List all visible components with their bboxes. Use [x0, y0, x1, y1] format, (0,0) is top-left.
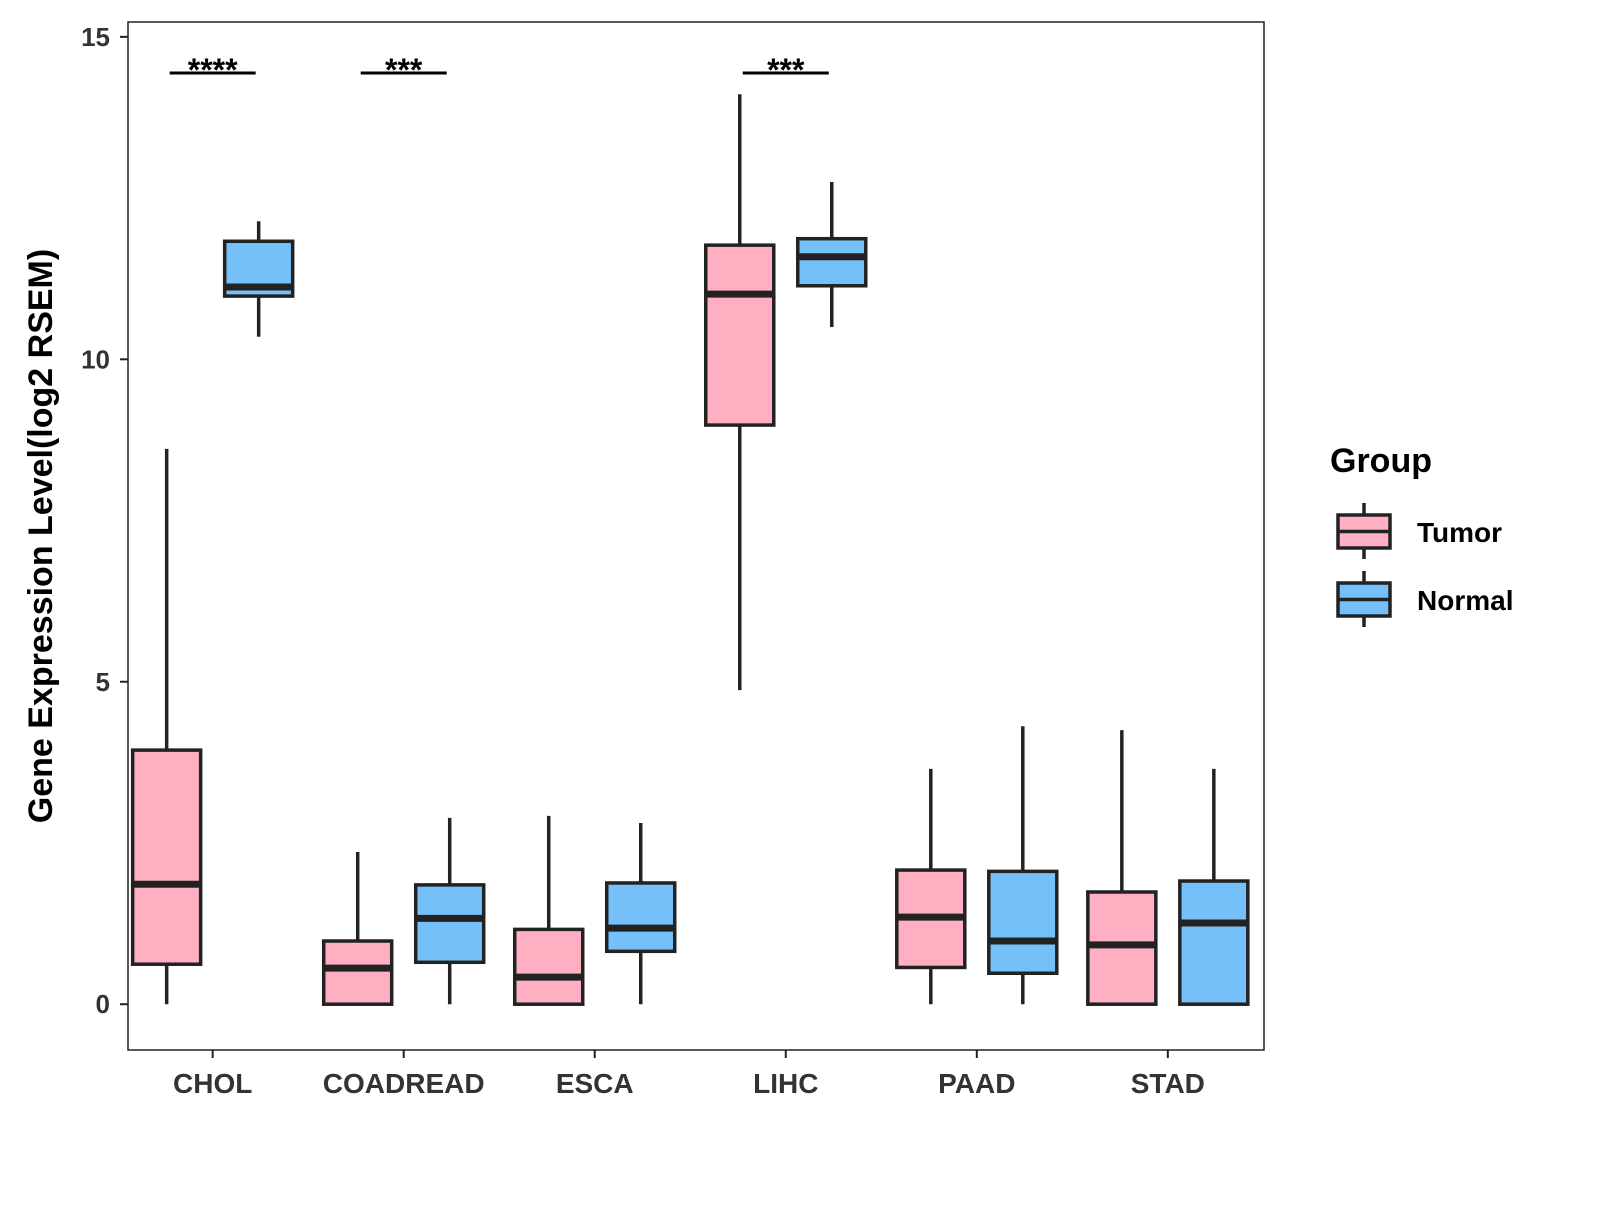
box-tumor-esca — [512, 815, 585, 1006]
x-tick-label: STAD — [1131, 1068, 1205, 1099]
box-iqr — [1178, 879, 1250, 1006]
significance-label: **** — [188, 52, 238, 88]
y-tick-label: 15 — [81, 22, 110, 52]
box-tumor-paad — [895, 768, 967, 1005]
y-tick-label: 10 — [81, 344, 110, 374]
x-tick-label: PAAD — [938, 1068, 1015, 1099]
legend-item-normal: Normal — [1336, 571, 1513, 627]
y-axis-label: Gene Expression Level(log2 RSEM) — [22, 249, 60, 823]
box-iqr — [704, 243, 776, 427]
y-tick-label: 5 — [96, 667, 110, 697]
box-iqr — [413, 883, 486, 965]
significance-label: *** — [385, 52, 423, 88]
significance-label: *** — [767, 52, 805, 88]
x-tick-label: LIHC — [753, 1068, 818, 1099]
legend-title: Group — [1330, 442, 1432, 480]
x-tick-label: CHOL — [173, 1068, 252, 1099]
box-iqr — [604, 881, 677, 954]
box-tumor-stad — [1086, 730, 1158, 1006]
box-normal-chol — [222, 221, 295, 337]
box-normal-esca — [604, 822, 677, 1005]
box-normal-stad — [1178, 768, 1250, 1006]
box-normal-coadread — [413, 817, 486, 1005]
box-normal-lihc — [796, 181, 868, 328]
y-tick-label: 0 — [96, 989, 110, 1019]
plot-panel — [127, 21, 1265, 1051]
legend-item-tumor: Tumor — [1336, 503, 1502, 559]
box-tumor-chol — [130, 448, 203, 1005]
box-tumor-coadread — [321, 852, 394, 1006]
box-iqr — [796, 236, 868, 288]
legend-label: Tumor — [1417, 517, 1502, 548]
box-iqr — [130, 748, 203, 966]
box-iqr — [321, 939, 394, 1006]
x-tick-label: ESCA — [556, 1068, 634, 1099]
legend-label: Normal — [1417, 585, 1513, 616]
x-tick-label: COADREAD — [323, 1068, 485, 1099]
box-iqr — [512, 927, 585, 1006]
box-normal-paad — [987, 726, 1059, 1005]
box-tumor-lihc — [704, 94, 776, 691]
box-iqr — [987, 869, 1059, 976]
